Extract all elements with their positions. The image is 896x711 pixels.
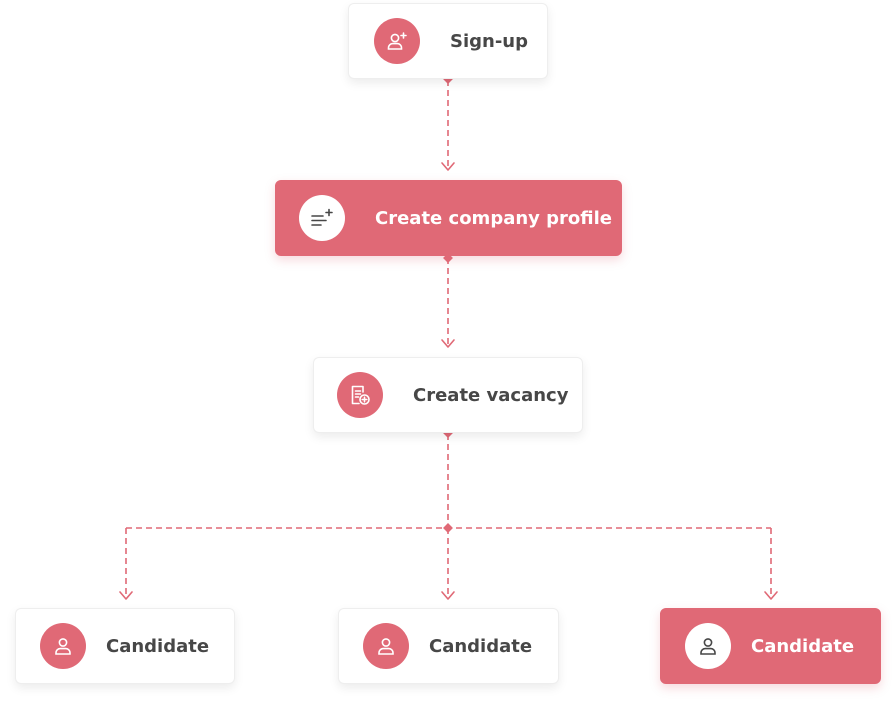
node-candidate-2[interactable]: Candidate <box>338 608 559 684</box>
node-label: Candidate <box>751 635 855 657</box>
node-signup[interactable]: Sign-up <box>348 3 548 79</box>
node-label: Create company profile <box>375 207 613 229</box>
arrowhead <box>441 339 455 348</box>
connector-dot <box>443 523 453 533</box>
add-list-icon <box>299 195 345 241</box>
node-candidate-1[interactable]: Candidate <box>15 608 235 684</box>
arrowhead <box>764 591 778 600</box>
arrowhead <box>119 591 133 600</box>
user-icon <box>40 623 86 669</box>
user-icon <box>685 623 731 669</box>
add-document-icon <box>337 372 383 418</box>
arrowhead <box>441 591 455 600</box>
node-label: Candidate <box>106 635 210 657</box>
node-label: Sign-up <box>450 30 529 52</box>
add-user-icon <box>374 18 420 64</box>
node-create-vacancy[interactable]: Create vacancy <box>313 357 583 433</box>
user-icon <box>363 623 409 669</box>
node-label: Create vacancy <box>413 384 569 406</box>
node-create-company-profile[interactable]: Create company profile <box>275 180 622 256</box>
arrowhead <box>441 162 455 171</box>
node-label: Candidate <box>429 635 533 657</box>
node-candidate-3[interactable]: Candidate <box>660 608 881 684</box>
